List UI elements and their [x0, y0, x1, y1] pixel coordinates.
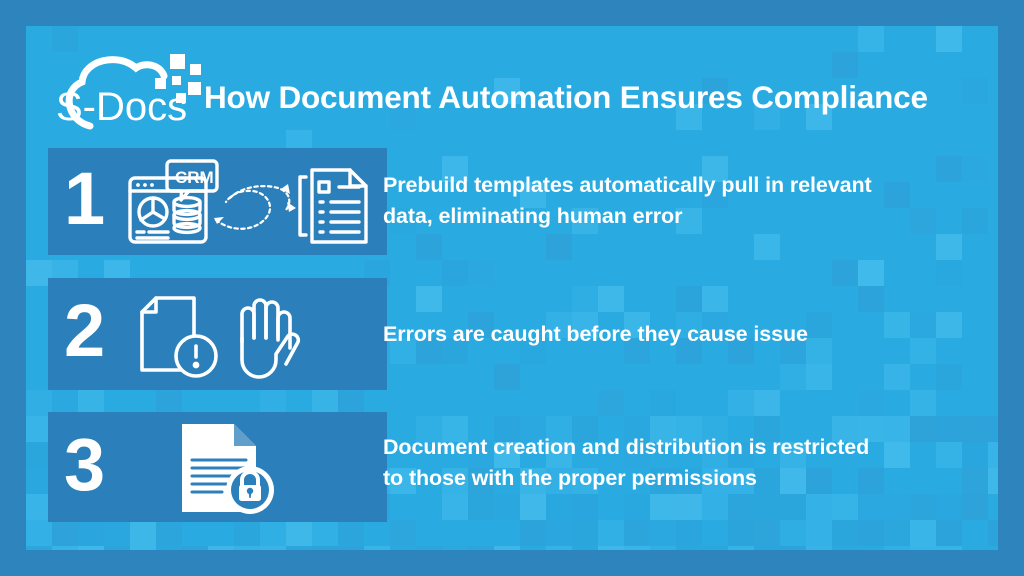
document-lock-icon	[182, 424, 274, 514]
document-alert-icon	[140, 296, 218, 378]
step-description-2-line-1: Errors are caught before they cause issu…	[383, 322, 808, 346]
logo-wordmark: S-Docs	[56, 85, 187, 129]
s-docs-logo[interactable]: S-Docs	[48, 38, 218, 138]
step-description-1-line-1: Prebuild templates automatically pull in…	[383, 173, 872, 197]
step-description-1-line-2: data, eliminating human error	[383, 204, 683, 228]
step-icons-1: CRM	[126, 158, 376, 248]
step-description-1: Prebuild templates automatically pull in…	[383, 170, 872, 232]
step-row-1: 1	[26, 148, 998, 255]
step-row-2: 2	[26, 278, 998, 390]
stacked-documents-icon	[298, 168, 368, 244]
inner-canvas: S-Docs How Document Automation Ensures C…	[26, 26, 998, 550]
crm-label: CRM	[175, 168, 214, 187]
step-number-1: 1	[64, 157, 105, 240]
step-description-3: Document creation and distribution is re…	[383, 432, 869, 494]
step-panel-2	[48, 278, 387, 390]
page-title: How Document Automation Ensures Complian…	[204, 79, 928, 115]
crm-dashboard-icon	[128, 159, 219, 244]
header: S-Docs How Document Automation Ensures C…	[26, 26, 998, 144]
step-description-3-line-2: to those with the proper permissions	[383, 466, 757, 490]
dotted-arrows-icon	[214, 185, 291, 230]
step-number-3: 3	[64, 423, 105, 506]
step-description-3-line-1: Document creation and distribution is re…	[383, 435, 870, 459]
step-row-3: 3	[26, 412, 998, 522]
step-description-2: Errors are caught before they cause issu…	[383, 319, 808, 350]
step-icons-2	[134, 294, 314, 379]
stop-hand-icon	[240, 298, 301, 379]
step-icons-3	[174, 422, 284, 514]
step-number-2: 2	[64, 289, 105, 372]
